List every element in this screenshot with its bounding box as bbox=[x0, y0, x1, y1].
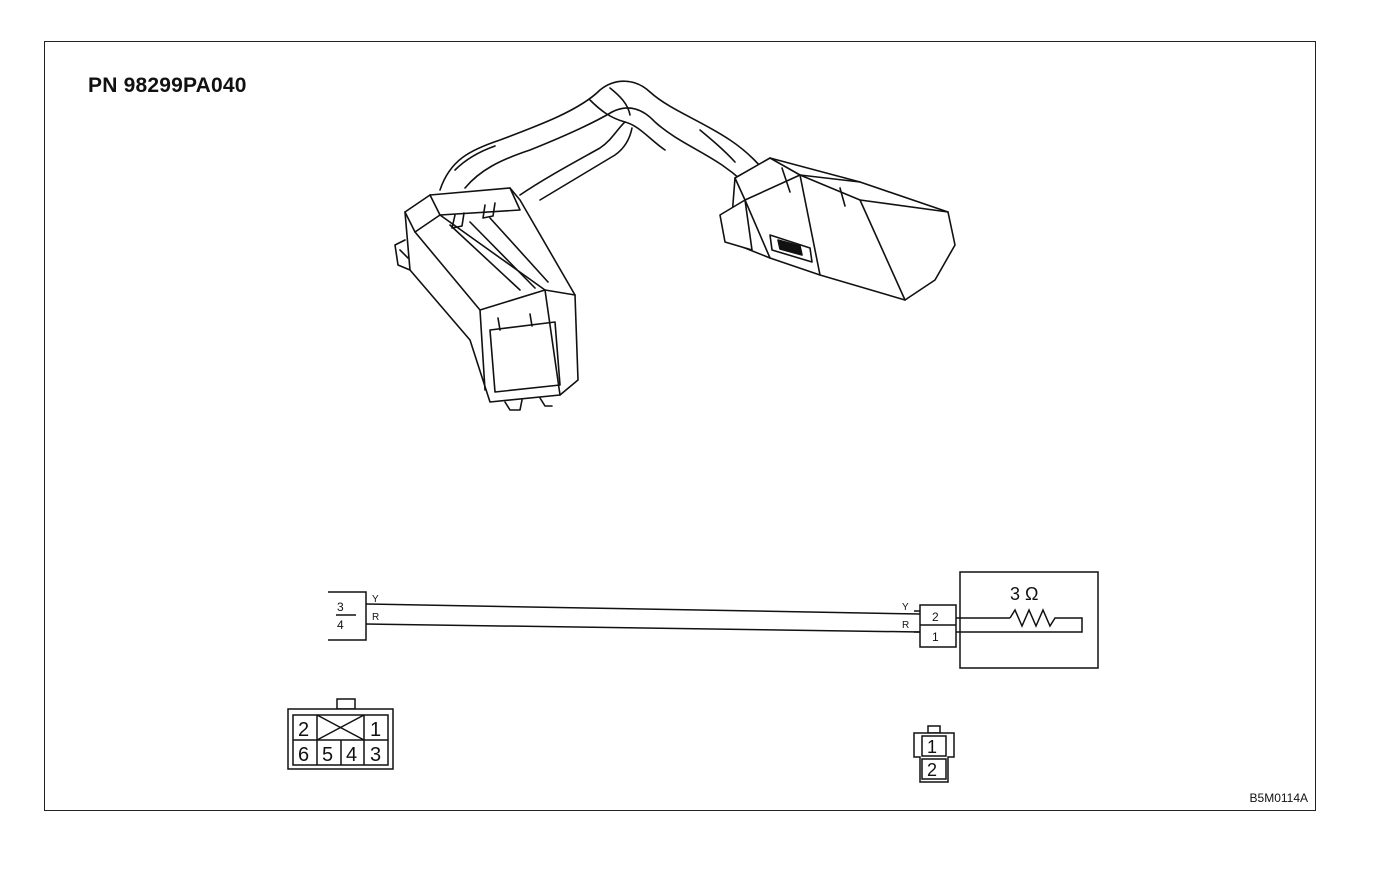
schematic-labels: 3 4 Y R Y R 2 1 3 Ω bbox=[337, 584, 1038, 644]
harness-illustration bbox=[394, 80, 956, 411]
six-pin-labels: 2 1 6 5 4 3 bbox=[298, 719, 381, 766]
right-pin-bottom: 1 bbox=[932, 630, 939, 644]
two-pin-connector-face bbox=[913, 725, 955, 783]
two-pin-label-1: 1 bbox=[927, 737, 937, 757]
resistor-box bbox=[959, 571, 1099, 669]
wire-red bbox=[365, 623, 921, 633]
two-pin-labels: 1 2 bbox=[927, 737, 937, 780]
figure-frame bbox=[44, 41, 1316, 811]
six-pin-label-5: 5 bbox=[322, 744, 333, 766]
harness-left-connector-body bbox=[394, 187, 579, 411]
schematic-left-connector bbox=[328, 591, 367, 641]
wire-yellow bbox=[365, 603, 921, 615]
resistor-label: 3 Ω bbox=[1010, 584, 1038, 604]
two-pin-label-2: 2 bbox=[927, 760, 937, 780]
cable-bundle bbox=[439, 80, 773, 201]
six-pin-label-1: 1 bbox=[370, 719, 381, 741]
resistor-zigzag bbox=[956, 608, 1083, 633]
left-wire-color-top: Y bbox=[372, 594, 379, 605]
six-pin-connector-face bbox=[287, 698, 394, 770]
schematic-right-connector bbox=[919, 604, 957, 648]
harness-right-connector-body bbox=[719, 157, 956, 301]
left-wire-color-bottom: R bbox=[372, 612, 379, 623]
six-pin-label-3: 3 bbox=[370, 744, 381, 766]
wiring-schematic bbox=[328, 571, 1099, 669]
left-pin-top: 3 bbox=[337, 600, 344, 614]
left-pin-bottom: 4 bbox=[337, 618, 344, 632]
right-wire-color-top: Y bbox=[902, 602, 909, 613]
six-pin-label-6: 6 bbox=[298, 744, 309, 766]
figure-code: B5M0114A bbox=[1249, 791, 1308, 805]
six-pin-label-2: 2 bbox=[298, 719, 309, 741]
right-pin-top: 2 bbox=[932, 610, 939, 624]
six-pin-label-4: 4 bbox=[346, 744, 357, 766]
right-wire-color-bottom: R bbox=[902, 620, 909, 631]
part-number: PN 98299PA040 bbox=[88, 74, 247, 97]
